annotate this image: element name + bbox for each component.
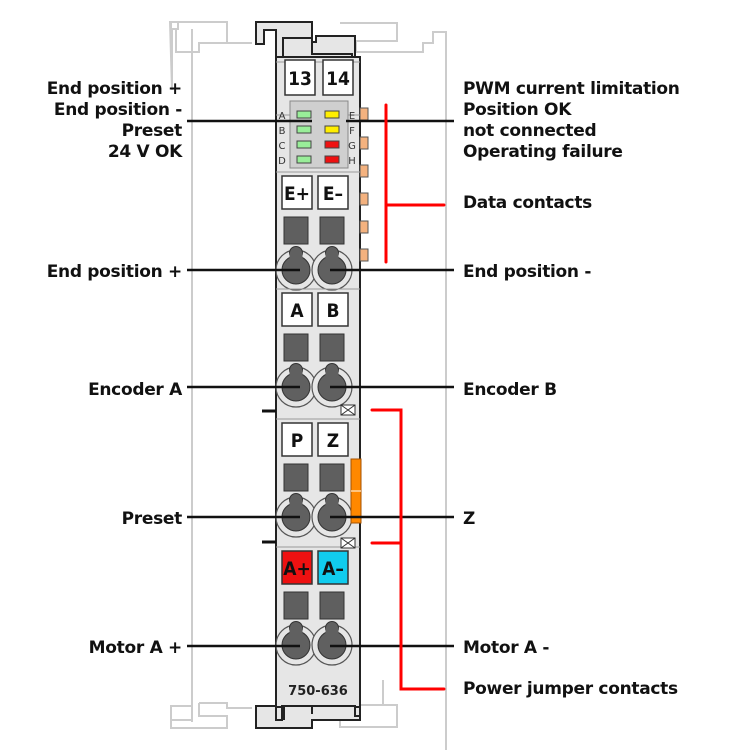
terminal-label-box (317, 550, 349, 585)
label-led-24v-ok: 24 V OK (107, 142, 182, 162)
led-f: F (324, 125, 355, 137)
power-jumper-bracket (370, 408, 446, 691)
part-number: 750-636 (288, 684, 348, 699)
label-end-position-plus: End position + (46, 262, 183, 282)
clamp-release-slot[interactable] (283, 333, 309, 362)
data-contact-tab (359, 136, 369, 150)
clamp-release-slot[interactable] (283, 591, 309, 620)
terminal-label-box (281, 292, 313, 327)
red-callouts (370, 103, 446, 691)
label-z: Z (463, 509, 476, 529)
clamp-release-slot[interactable] (319, 591, 345, 620)
terminal-label: E– (323, 183, 343, 205)
leader-lines (187, 119, 454, 648)
terminal-label: A– (322, 558, 344, 580)
label-led-preset: Preset (121, 121, 183, 141)
top-terminals: 13 14 (284, 59, 354, 96)
led-e: E (324, 110, 355, 122)
terminal-13-box (284, 59, 316, 96)
label-motor-a-minus: Motor A - (463, 638, 550, 658)
power-jumper-markers (262, 404, 362, 549)
clamp-release-slot[interactable] (319, 333, 345, 362)
bottom-rail-clip (255, 705, 361, 729)
label-led-end-position-plus: End position + (46, 79, 183, 99)
clamp-release-slot[interactable] (283, 463, 309, 492)
label-data-contacts: Data contacts (463, 193, 592, 213)
terminal-14-label: 14 (326, 68, 350, 90)
clamp-release-slot[interactable] (319, 463, 345, 492)
ghost-bottom-left-rail (170, 702, 252, 729)
terminal-label: B (326, 300, 339, 322)
terminal-label-box (317, 175, 349, 210)
led-g: G (324, 140, 356, 152)
terminal-14-box (322, 59, 354, 96)
label-encoder-b: Encoder B (463, 380, 557, 400)
led-letter: B (279, 126, 286, 137)
terminal-label-box (317, 422, 349, 457)
terminal-label: Z (327, 430, 339, 452)
terminal-label-box (281, 175, 313, 210)
label-operating-failure: Operating failure (463, 142, 623, 162)
led-d: D (278, 155, 312, 167)
clamp-release-slot[interactable] (319, 216, 345, 245)
ghost-top-left-rail (168, 21, 228, 91)
led-light (296, 140, 312, 149)
led-letter: C (279, 141, 286, 152)
led-letter: A (279, 111, 286, 122)
clamp-release-slot[interactable] (283, 216, 309, 245)
led-b: B (279, 125, 312, 137)
data-contact-tab (359, 164, 369, 178)
led-a: A (279, 110, 312, 122)
led-light (324, 140, 340, 149)
led-c: C (279, 140, 312, 152)
led-letter: G (348, 141, 356, 152)
label-led-end-position-minus: End position - (53, 100, 182, 120)
led-letter: F (349, 126, 355, 137)
label-power-jumper-contacts: Power jumper contacts (463, 679, 678, 699)
data-contact-tab (359, 192, 369, 206)
led-light (324, 110, 340, 119)
led-light (296, 125, 312, 134)
led-letter: H (348, 156, 356, 167)
label-pwm-current-limitation: PWM current limitation (463, 79, 680, 99)
data-contacts-bracket (384, 103, 446, 264)
ghost-modules (168, 21, 447, 750)
terminal-label-box (281, 422, 313, 457)
label-motor-a-plus: Motor A + (88, 638, 183, 658)
terminal-13-label: 13 (288, 68, 312, 90)
data-contact-tab (359, 220, 369, 234)
data-contact-tab (359, 107, 369, 121)
label-end-position-minus: End position - (463, 262, 592, 282)
terminal-label: A+ (283, 558, 311, 580)
led-letter: D (278, 156, 286, 167)
terminal-label: A (290, 300, 304, 322)
terminal-label: P (291, 430, 304, 452)
terminal-label-box (281, 550, 313, 585)
label-not-connected: not connected (463, 121, 597, 141)
led-light (296, 110, 312, 119)
led-light (296, 155, 312, 164)
label-position-ok: Position OK (463, 100, 572, 120)
data-contacts (359, 107, 369, 262)
data-contact-tab (359, 248, 369, 262)
ghost-top-right-rail (340, 22, 447, 750)
label-encoder-a: Encoder A (88, 380, 182, 400)
terminal-label: E+ (284, 183, 310, 205)
led-letter: E (349, 111, 355, 122)
terminal-label-box (317, 292, 349, 327)
led-h: H (324, 155, 356, 167)
led-light (324, 155, 340, 164)
terminal-row-4: A+ A– (275, 546, 360, 666)
led-light (324, 125, 340, 134)
label-preset: Preset (121, 509, 183, 529)
